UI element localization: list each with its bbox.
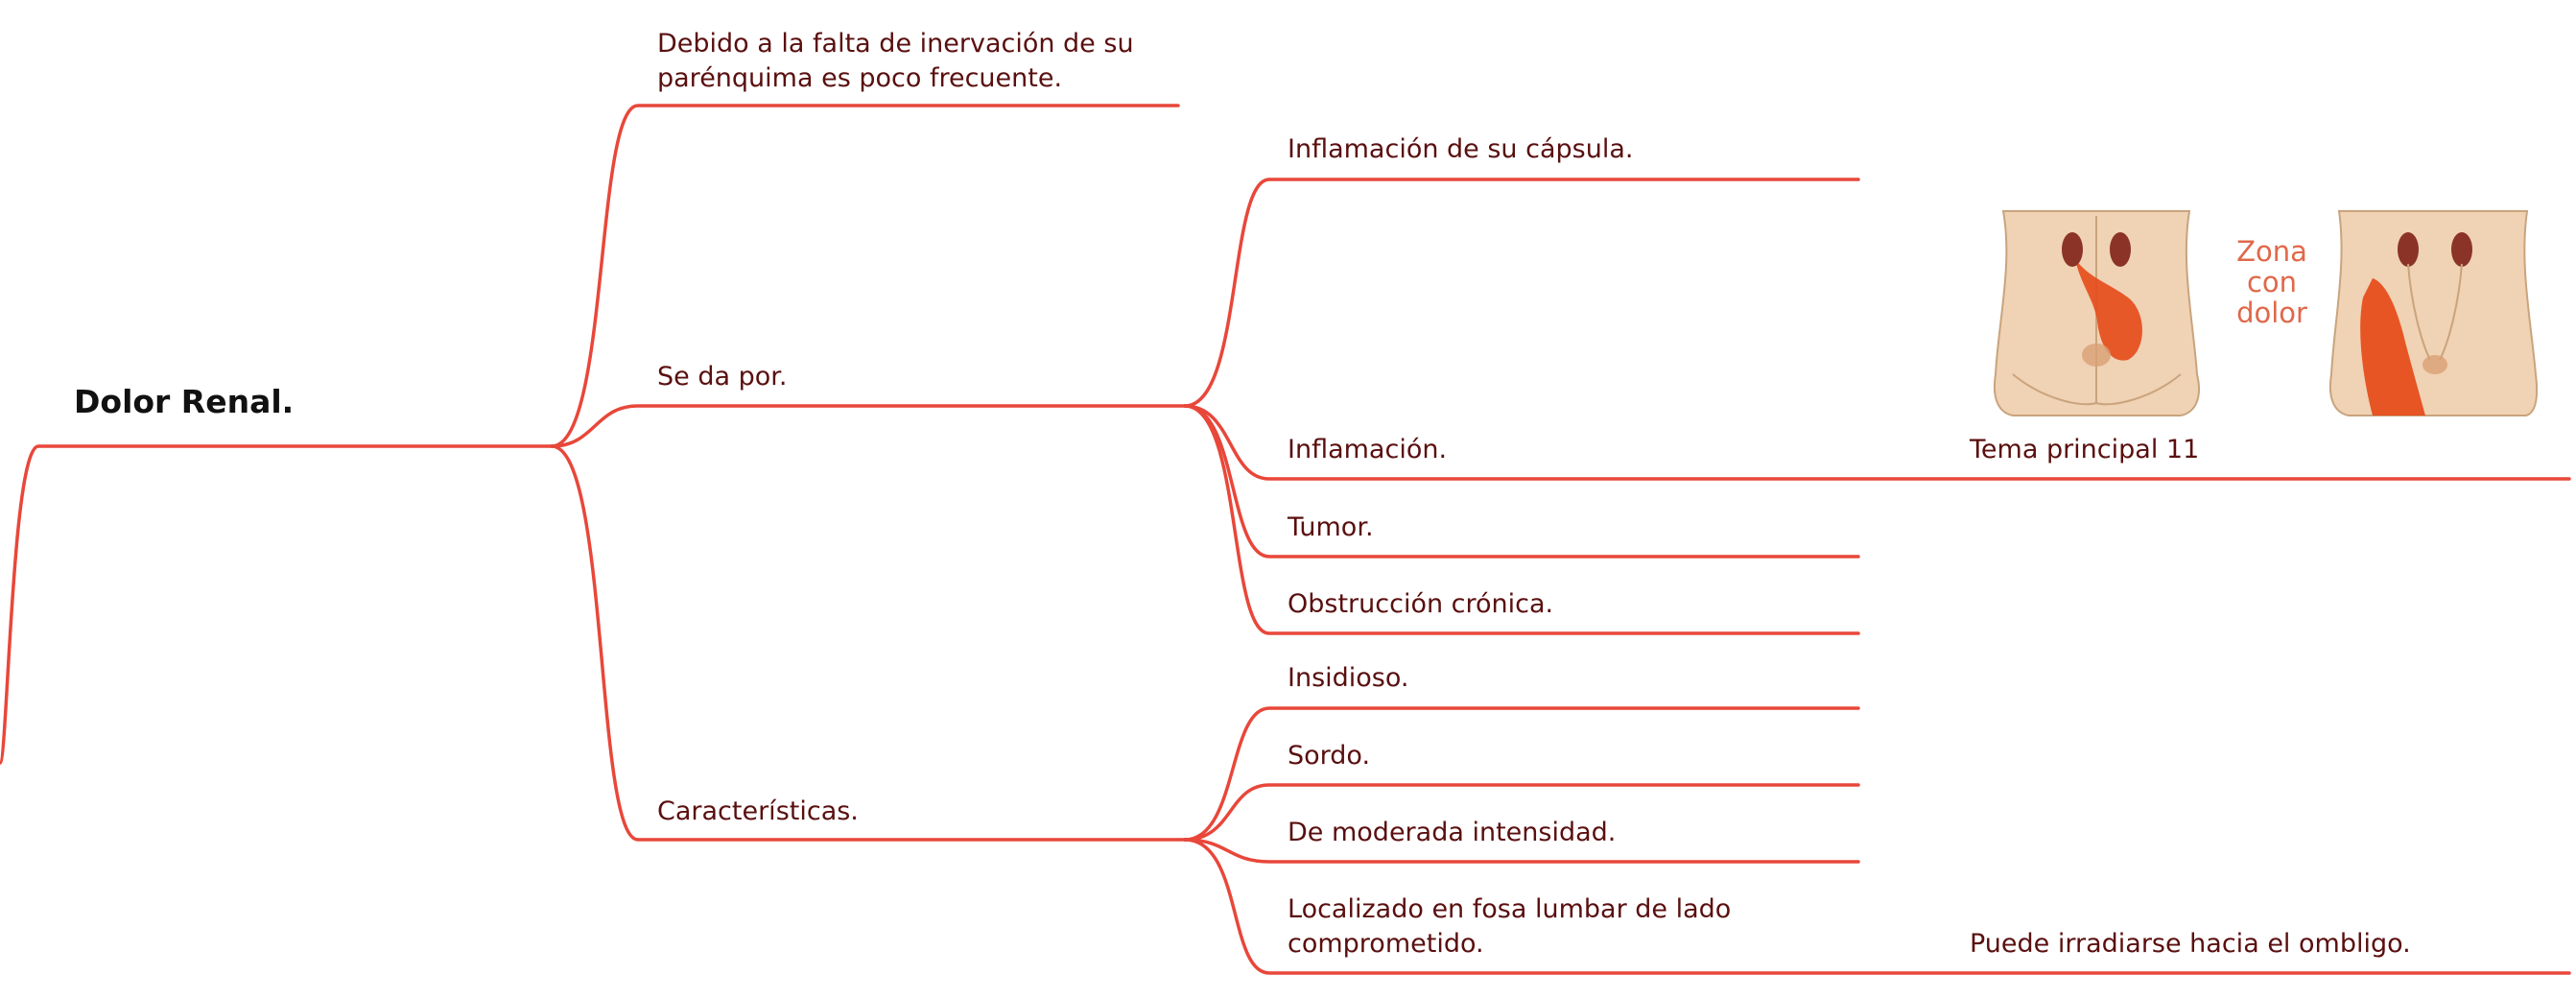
tumor-connector bbox=[1183, 404, 1860, 558]
inflammation-connector bbox=[1183, 404, 2571, 481]
obstruction-connector bbox=[1183, 404, 1860, 635]
features-topic[interactable]: Características. bbox=[657, 796, 859, 826]
note-line-1[interactable]: Debido a la falta de inervación de su bbox=[657, 29, 1134, 59]
note-line-2[interactable]: parénquima es poco frecuente. bbox=[657, 63, 1063, 93]
pain-zone-label-line-3: dolor bbox=[2236, 297, 2307, 329]
dull-connector bbox=[1183, 783, 1860, 842]
branch-causes-connector bbox=[550, 404, 1187, 448]
feature-dull[interactable]: Sordo. bbox=[1288, 741, 1371, 771]
branch-note-connector bbox=[550, 104, 1180, 448]
pain-zone-illustration: Zona con dolor bbox=[1994, 210, 2539, 416]
front-view-figure bbox=[2329, 210, 2539, 416]
insidious-connector bbox=[1183, 706, 1860, 842]
cause-capsule[interactable]: Inflamación de su cápsula. bbox=[1288, 134, 1634, 164]
pain-zone-label-line-1: Zona bbox=[2236, 235, 2307, 268]
root-trunk bbox=[0, 444, 554, 765]
branch-features-connector bbox=[550, 444, 1187, 842]
moderate-connector bbox=[1183, 838, 1860, 864]
topic-node[interactable]: Tema principal 11 bbox=[1970, 435, 2200, 464]
radiates-node[interactable]: Puede irradiarse hacia el ombligo. bbox=[1970, 929, 2411, 959]
cause-obstruction[interactable]: Obstrucción crónica. bbox=[1288, 589, 1554, 619]
causes-topic[interactable]: Se da por. bbox=[657, 362, 788, 392]
front-pain-zone bbox=[2360, 278, 2425, 416]
capsule-connector bbox=[1183, 178, 1860, 408]
cause-inflammation[interactable]: Inflamación. bbox=[1288, 435, 1448, 464]
feature-insidious[interactable]: Insidioso. bbox=[1288, 663, 1409, 693]
located-connector bbox=[1183, 838, 2571, 975]
back-view-figure bbox=[1994, 210, 2200, 416]
pain-zone-label-line-2: con bbox=[2247, 266, 2297, 298]
cause-tumor[interactable]: Tumor. bbox=[1288, 512, 1374, 542]
root-topic[interactable]: Dolor Renal. bbox=[74, 383, 295, 420]
back-pain-zone bbox=[2075, 259, 2142, 361]
feature-located-line-1[interactable]: Localizado en fosa lumbar de lado bbox=[1288, 894, 1732, 924]
feature-moderate[interactable]: De moderada intensidad. bbox=[1288, 818, 1617, 847]
feature-located-line-2[interactable]: comprometido. bbox=[1288, 929, 1484, 959]
